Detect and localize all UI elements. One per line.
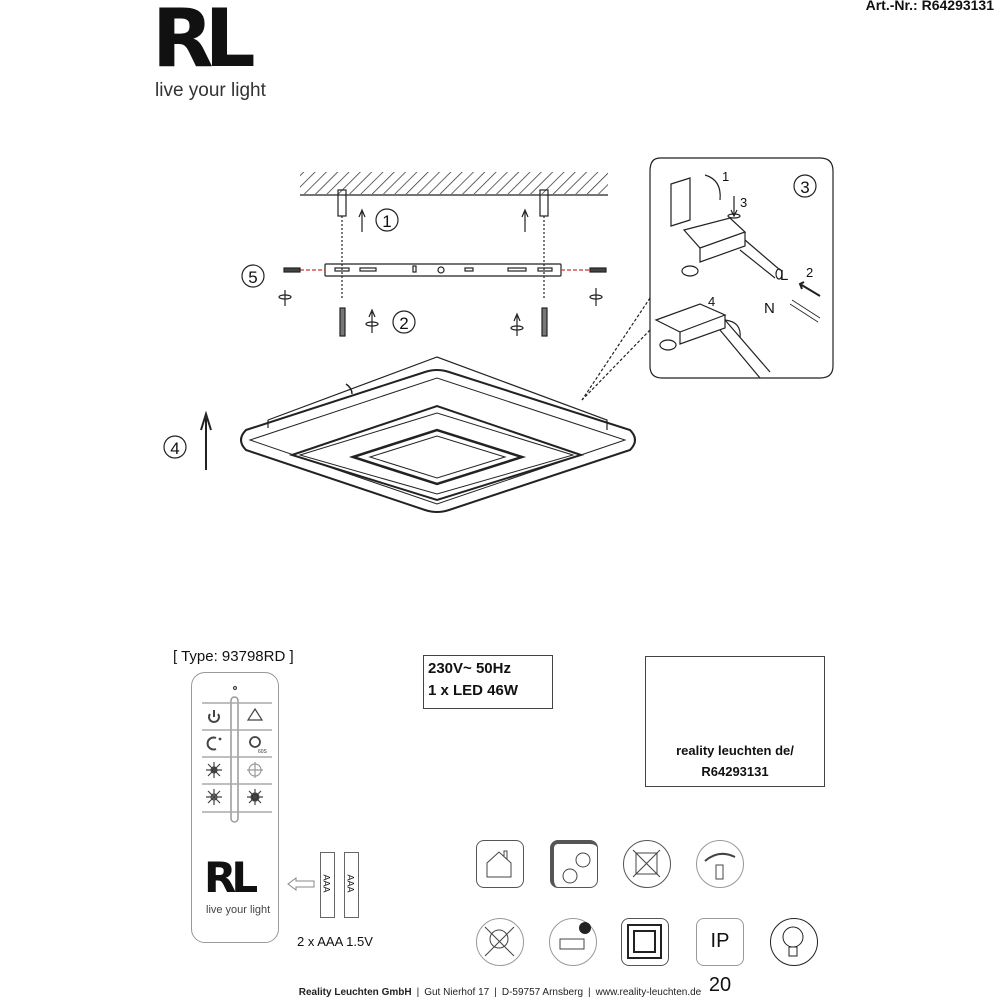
footer: Reality Leuchten GmbH | Gut Nierhof 17 | D-5… (0, 987, 1000, 999)
detail-wiring (581, 157, 834, 401)
step-4-label: 4 (170, 439, 179, 458)
insert-arrow-icon (287, 877, 315, 891)
driver-replaceable-by-professional-icon (549, 918, 597, 966)
bulb-included-icon (770, 918, 818, 966)
cool-white-button[interactable] (247, 762, 263, 778)
scene-button[interactable] (246, 707, 264, 721)
wire-label-live: L (780, 267, 788, 284)
step-5-marker (241, 264, 265, 288)
screws (278, 288, 603, 337)
power-button[interactable] (208, 710, 220, 723)
lift-arrow-icon (200, 410, 212, 470)
step-2-marker (392, 310, 416, 334)
wire-label-neutral: N (764, 300, 775, 317)
step-1-marker (375, 208, 399, 232)
timer-button[interactable]: 60S (249, 736, 268, 755)
ceiling (300, 172, 608, 196)
brand-logo: RL (152, 0, 256, 85)
footer-company: Reality Leuchten GmbH (298, 987, 412, 998)
remote-control: 60S (191, 672, 279, 943)
battery-label: 2 x AAA 1.5V (297, 934, 373, 949)
brand-tagline: live your light (155, 80, 266, 101)
article-number: Art.-Nr.: R64293131 (865, 0, 994, 13)
not-for-insulated-surface-icon (623, 840, 671, 888)
product-link-line-2: R64293131 (701, 764, 769, 779)
ceiling-light (240, 356, 636, 513)
footer-website[interactable]: www.reality-leuchten.de (595, 987, 702, 998)
indoor-use-icon (476, 840, 524, 888)
detail-step-4-label: 4 (708, 294, 715, 309)
night-mode-button[interactable] (206, 736, 222, 751)
detail-step-1-label: 1 (722, 169, 729, 184)
step-4-marker (163, 435, 187, 459)
step-5-label: 5 (248, 268, 257, 287)
step-3-label: 3 (800, 178, 809, 197)
battery: AAA (320, 852, 335, 918)
remote-tagline: live your light (206, 904, 271, 916)
footer-city: D-59757 Arnsberg (501, 987, 584, 998)
led-not-replaceable-icon (476, 918, 524, 966)
separator: | (494, 987, 497, 998)
mounting-bracket (283, 263, 607, 277)
battery-text: AAA (321, 874, 332, 893)
remote-logo: RL (204, 853, 258, 902)
detail-step-2-label: 2 (806, 265, 813, 280)
brightness-down-button[interactable] (206, 789, 222, 805)
step-2-label: 2 (399, 314, 408, 333)
product-link-box: reality leuchten de/ R64293131 (645, 656, 825, 787)
protection-class-2-icon (621, 918, 669, 966)
separator: | (588, 987, 591, 998)
wall-plugs (337, 189, 549, 300)
warm-white-button[interactable] (247, 789, 263, 805)
dimmer-compatible-icon (696, 840, 744, 888)
led-spec: 1 x LED 46W (428, 682, 519, 699)
battery: AAA (344, 852, 359, 918)
footer-street: Gut Nierhof 17 (424, 987, 490, 998)
detail-step-3-label: 3 (740, 195, 747, 210)
timer-label: 60S (258, 749, 268, 755)
wall-ceiling-mount-icon (550, 840, 598, 888)
dimmer-slider[interactable] (230, 696, 239, 823)
remote-type-label: [ Type: 93798RD ] (173, 648, 294, 665)
step-1-label: 1 (382, 212, 391, 231)
separator: | (416, 987, 420, 998)
step-3-marker (793, 174, 817, 198)
ip-rating-icon: IP 20 (696, 918, 744, 996)
brightness-up-button[interactable] (206, 762, 222, 778)
battery-text: AAA (345, 874, 356, 893)
electrical-spec-box: 230V~ 50Hz 1 x LED 46W (423, 655, 553, 709)
product-link-line-1: reality leuchten de/ (676, 743, 794, 758)
voltage-spec: 230V~ 50Hz (428, 660, 511, 677)
